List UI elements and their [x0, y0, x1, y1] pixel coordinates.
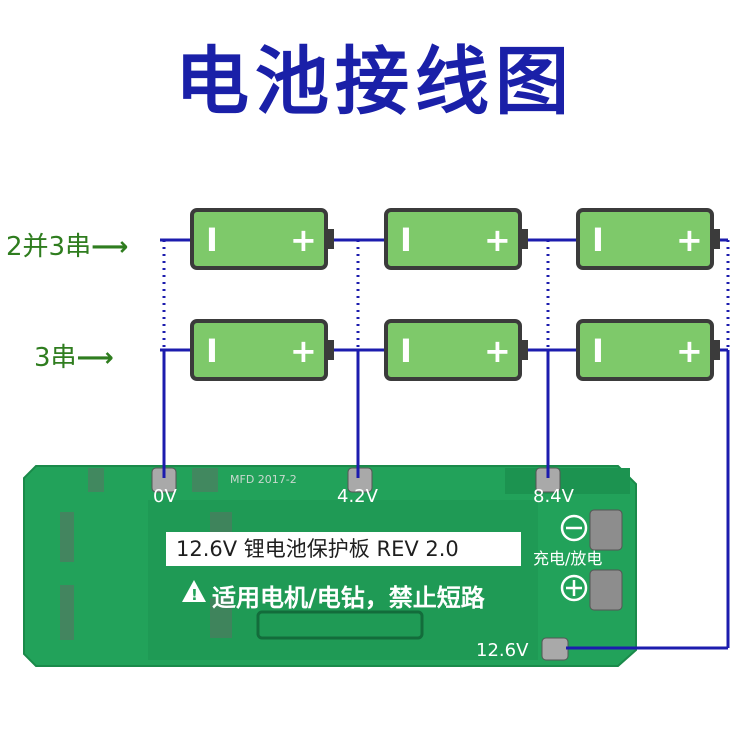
charge-pad-bottom [589, 569, 623, 611]
battery-cell [190, 208, 334, 270]
battery-plus-symbol: + [484, 332, 511, 370]
board-trace [256, 610, 424, 640]
battery-cell [190, 319, 334, 381]
battery-row-top [190, 208, 720, 270]
battery-plus-symbol: + [676, 332, 703, 370]
board-title: 12.6V 锂电池保护板 REV 2.0 [166, 532, 521, 566]
battery-minus-symbol: I [592, 332, 604, 370]
battery-plus-symbol: + [290, 332, 317, 370]
plus-circle-icon [560, 574, 588, 602]
row-label-series: 3串⟶ [34, 337, 114, 374]
battery-cell [576, 319, 720, 381]
charge-pad-top [589, 509, 623, 551]
board-top-strip [505, 468, 630, 494]
warning-text: 适用电机/电钻，禁止短路 [212, 584, 485, 612]
battery-minus-symbol: I [206, 221, 218, 259]
battery-minus-symbol: I [206, 332, 218, 370]
battery-row-bottom [190, 319, 720, 381]
pad-label-0v: 0V [153, 486, 177, 507]
pad-label-12v6: 12.6V [476, 640, 529, 661]
wires [160, 238, 730, 650]
battery-minus-symbol: I [400, 221, 412, 259]
battery-plus-symbol: + [290, 221, 317, 259]
battery-plus-symbol: + [676, 221, 703, 259]
charge-discharge-label: 充电/放电 [533, 549, 603, 568]
battery-plus-symbol: + [484, 221, 511, 259]
row-label-parallel-text: 2并3串 [6, 232, 92, 262]
battery-cell [576, 208, 720, 270]
pad-label-8v4: 8.4V [533, 486, 574, 507]
minus-circle-icon [560, 514, 588, 542]
battery-cell [384, 208, 528, 270]
battery-cell [384, 319, 528, 381]
battery-minus-symbol: I [400, 332, 412, 370]
row-label-series-text: 3串 [34, 343, 77, 373]
parallel-wires-dotted [162, 240, 730, 350]
warning-icon [182, 580, 206, 602]
warning-icon-mark: ! [191, 586, 198, 604]
battery-minus-symbol: I [592, 221, 604, 259]
row-label-parallel: 2并3串⟶ [6, 226, 128, 263]
page-title: 电池接线图 [175, 39, 575, 125]
silkscreen-text: MFD 2017-2 [230, 473, 297, 486]
pad-12v6 [541, 637, 569, 661]
pad-label-4v2: 4.2V [337, 486, 378, 507]
arrow-right-icon: ⟶ [76, 343, 114, 373]
pad-4v2 [347, 467, 373, 493]
arrow-right-icon: ⟶ [91, 232, 129, 262]
